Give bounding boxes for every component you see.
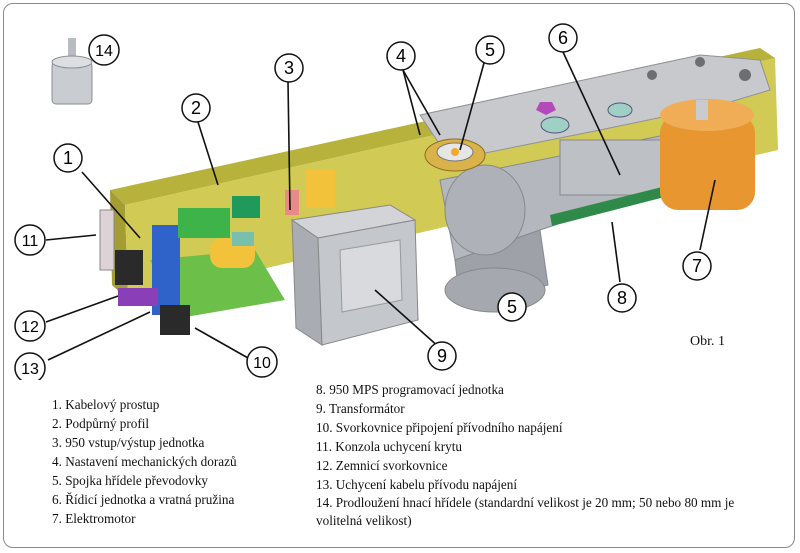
shaft-coupling: [424, 102, 633, 172]
svg-text:5: 5: [485, 40, 495, 60]
callout-13: 13: [14, 352, 46, 380]
svg-text:11: 11: [22, 233, 39, 250]
svg-text:14: 14: [95, 43, 113, 60]
legend-item: 13. Uchycení kabelu přívodu napájení: [316, 477, 518, 492]
svg-text:1: 1: [63, 148, 73, 168]
callout-8: 8: [607, 283, 637, 313]
electromotor: [660, 99, 755, 210]
extension-shaft: [51, 38, 93, 105]
svg-text:10: 10: [253, 355, 271, 372]
svg-text:2: 2: [191, 98, 201, 118]
svg-text:12: 12: [21, 319, 39, 336]
svg-text:13: 13: [21, 361, 39, 378]
svg-text:9: 9: [437, 346, 447, 366]
terminal-blocks: [99, 209, 190, 335]
legend-item: 9. Transformátor: [316, 401, 405, 416]
figure-label: Obr. 1: [690, 334, 725, 349]
callout-5: 5: [475, 35, 505, 65]
callout-10: 10: [246, 346, 278, 378]
svg-text:3: 3: [284, 58, 294, 78]
legend-item: 6. Řídicí jednotka a vratná pružina: [52, 492, 235, 507]
legend-item: 10. Svorkovnice připojení přívodního nap…: [316, 420, 563, 435]
programming-unit-board: [550, 180, 692, 226]
leader-lines: [45, 51, 716, 361]
callout-4: 4: [386, 41, 416, 71]
callout-6: 6: [548, 23, 578, 53]
callout-12: 12: [14, 310, 46, 342]
legend-item: 2. Podpůrný profil: [52, 416, 150, 431]
svg-text:5: 5: [507, 297, 517, 317]
callout-2: 2: [181, 93, 211, 123]
callout-1: 1: [53, 143, 83, 173]
legend-right: 8. 950 MPS programovací jednotka 9. Tran…: [316, 380, 746, 530]
callout-3: 3: [274, 53, 304, 83]
legend-item: 8. 950 MPS programovací jednotka: [316, 382, 504, 397]
legend-item: 12. Zemnicí svorkovnice: [316, 458, 448, 473]
io-unit: [150, 170, 335, 318]
callout-9: 9: [427, 341, 457, 371]
callout-11: 11: [14, 224, 46, 256]
legend-left: 1. Kabelový prostup 2. Podpůrný profil 3…: [52, 395, 237, 528]
device-illustration: 1 2 3 4 5 5 6 7 8 9 10 11 12 13 14: [14, 23, 778, 380]
legend-item: 3. 950 vstup/výstup jednotka: [52, 435, 205, 450]
legend-item: 11. Konzola uchycení krytu: [316, 439, 462, 454]
svg-text:7: 7: [692, 256, 702, 276]
callout-14: 14: [88, 34, 120, 66]
svg-text:6: 6: [558, 28, 568, 48]
callout-markers: 1 2 3 4 5 5 6 7 8 9 10 11 12 13 14: [14, 23, 712, 380]
transformer: [290, 204, 419, 346]
legend-item: 1. Kabelový prostup: [52, 397, 160, 412]
callout-5b: 5: [497, 292, 527, 322]
gearbox-body: [439, 129, 691, 313]
legend-item: 7. Elektromotor: [52, 511, 136, 526]
legend-item: 14. Prodloužení hnací hřídele (standardn…: [316, 495, 735, 528]
callout-7: 7: [682, 251, 712, 281]
svg-text:4: 4: [396, 46, 406, 66]
legend-item: 4. Nastavení mechanických dorazů: [52, 454, 237, 469]
svg-text:8: 8: [617, 288, 627, 308]
legend-item: 5. Spojka hřídele převodovky: [52, 473, 209, 488]
